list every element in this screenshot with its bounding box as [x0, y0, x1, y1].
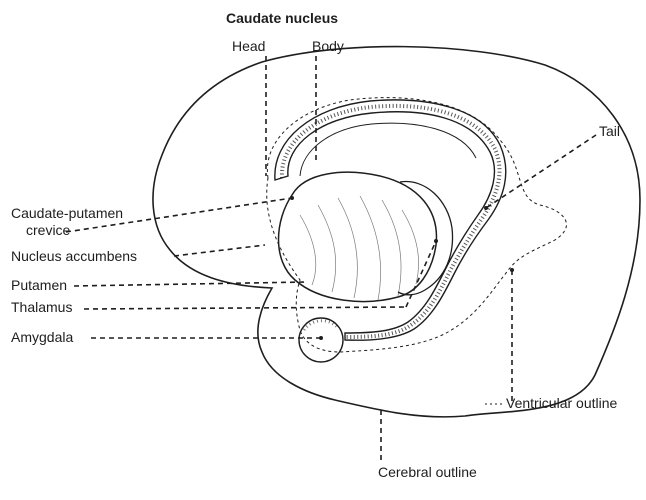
body-label: Body [312, 38, 344, 54]
leader-tail [486, 135, 596, 208]
caudate-hatching [282, 106, 500, 337]
dot-tail [484, 206, 488, 210]
leader-putamen [74, 282, 306, 286]
caudate-band [275, 100, 506, 340]
thalamus-label: Thalamus [11, 299, 72, 315]
thalamus-outline [398, 182, 453, 295]
putamen-shading [300, 196, 419, 300]
leader-accumbens [174, 245, 265, 256]
caudate-nucleus-title: Caudate nucleus [226, 10, 338, 26]
leader-thalamus [84, 307, 406, 309]
head-label: Head [232, 38, 265, 54]
nucleus-accumbens-label: Nucleus accumbens [11, 248, 137, 264]
dot-crevice [290, 196, 294, 200]
tail-label: Tail [599, 123, 620, 139]
caudate-inner-edge [300, 123, 476, 176]
crevice-label-line2: crevice [26, 222, 70, 238]
cerebral-outline [153, 47, 640, 417]
ventricular-outline-label: Ventricular outline [506, 395, 617, 411]
dot-amygdala [319, 336, 323, 340]
amygdala-label: Amygdala [11, 329, 73, 345]
dot-ventricular [510, 268, 514, 272]
cerebral-outline-label: Cerebral outline [378, 464, 477, 480]
leader-thalamus-rise [406, 241, 436, 307]
crevice-label-line1: Caudate-putamen [11, 205, 123, 221]
putamen-label: Putamen [11, 277, 67, 293]
